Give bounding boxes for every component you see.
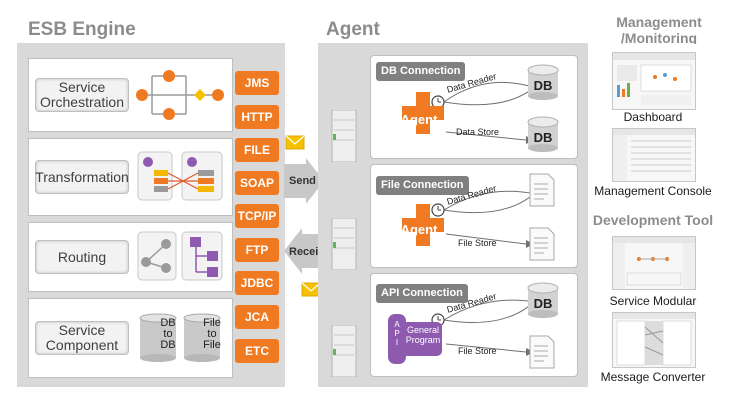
agent-title: Agent: [326, 19, 380, 40]
file-connection-tag: File Connection: [376, 176, 469, 195]
protocol-http: HTTP: [235, 105, 279, 129]
api-side-label: A P I: [394, 320, 400, 347]
db-target-top-label: DB: [533, 78, 553, 93]
component-cylinders-icon: [139, 313, 221, 362]
service-component-label: Service Component: [35, 321, 129, 355]
database-icon: [527, 282, 559, 318]
management-title: Management /Monitoring: [616, 14, 702, 46]
send-label: Send: [289, 175, 316, 187]
routing-tree-icon: [137, 231, 223, 281]
management-console-caption: Management Console: [594, 184, 712, 198]
api-connection-tag: API Connection: [376, 284, 468, 303]
dashboard-caption: Dashboard: [623, 110, 683, 124]
db-agent-label: Agent: [400, 112, 438, 127]
service-modular-screenshot: [612, 236, 696, 290]
routing-label: Routing: [35, 240, 129, 274]
development-tool-title: Development Tool: [592, 212, 714, 228]
protocol-jca: JCA: [235, 305, 279, 329]
protocol-ftp: FTP: [235, 238, 279, 262]
api-connection-flow: [388, 299, 537, 364]
message-converter-screenshot: [612, 312, 696, 368]
message-converter-caption: Message Converter: [600, 370, 706, 384]
document-icon: [529, 227, 555, 261]
transformation-label: Transformation: [35, 160, 129, 194]
envelope-icon: [301, 282, 321, 297]
protocol-jms: JMS: [235, 71, 279, 95]
document-icon: [529, 335, 555, 369]
server-icon: [331, 325, 357, 377]
api-db-label: DB: [533, 296, 553, 311]
service-orchestration-label: Service Orchestration: [35, 78, 129, 112]
envelope-icon: [285, 135, 305, 150]
file-to-file-label: File to File: [203, 317, 221, 351]
server-icon: [331, 218, 357, 270]
protocol-soap: SOAP: [235, 171, 279, 195]
db-connection-tag: DB Connection: [376, 62, 466, 81]
api-file-store-label: File Store: [458, 346, 497, 356]
esb-engine-title: ESB Engine: [28, 19, 136, 40]
file-agent-label: Agent: [400, 222, 438, 237]
protocol-tcpip: TCP/IP: [235, 204, 279, 228]
management-console-screenshot: [612, 128, 696, 182]
server-icon: [331, 110, 357, 162]
file-connection-flow: [402, 190, 537, 248]
protocol-jdbc: JDBC: [235, 271, 279, 295]
protocol-file: FILE: [235, 138, 279, 162]
orchestration-flow-icon: [136, 70, 224, 120]
db-to-db-label: DB to DB: [160, 317, 176, 351]
db-data-store-label: Data Store: [456, 127, 500, 137]
db-target-bottom-label: DB: [533, 130, 553, 145]
transformation-mapping-icon: [137, 151, 223, 201]
database-icon: [527, 64, 559, 100]
protocol-etc: ETC: [235, 339, 279, 363]
document-icon: [529, 173, 555, 207]
file-store-label: File Store: [458, 238, 497, 248]
dashboard-screenshot: [612, 52, 696, 110]
receive-arrow-icon: [284, 228, 324, 274]
service-modular-caption: Service Modular: [609, 294, 697, 308]
send-arrow-icon: [284, 158, 324, 204]
database-icon: [527, 116, 559, 152]
general-program-label: General Program: [405, 325, 441, 345]
